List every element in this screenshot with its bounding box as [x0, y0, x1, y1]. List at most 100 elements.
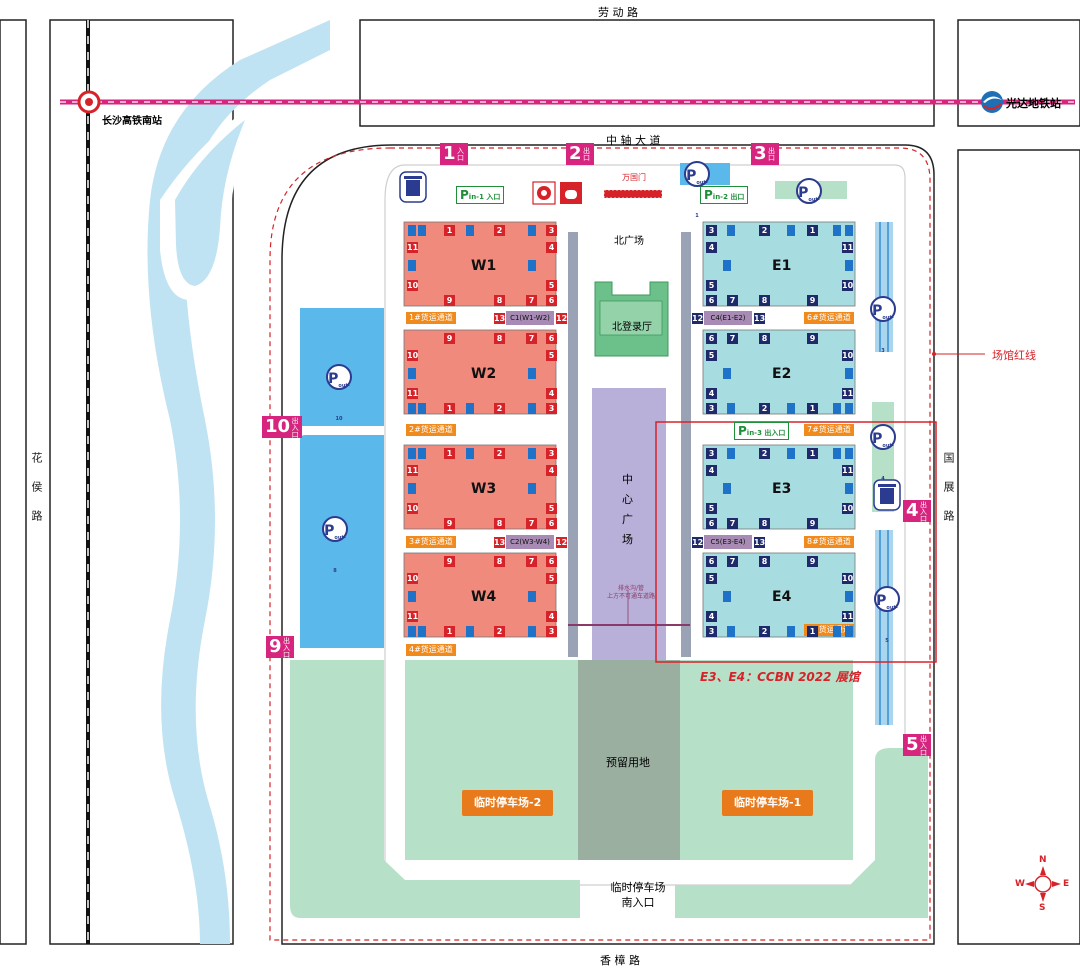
restroom-icon	[418, 403, 426, 414]
door-number: 3	[706, 225, 717, 236]
door-number: 3	[706, 448, 717, 459]
restroom-icon	[845, 225, 853, 236]
door-number: 1	[807, 403, 818, 414]
restroom-icon	[418, 448, 426, 459]
north-hall-label: 北登录厅	[612, 322, 652, 333]
restroom-icon	[528, 448, 536, 459]
door-number: 13	[494, 313, 506, 324]
door-number: 2	[494, 403, 505, 414]
door-number: 3	[546, 225, 557, 236]
door-number: 2	[494, 626, 505, 637]
door-number: 11	[407, 465, 419, 476]
door-number: 2	[759, 448, 770, 459]
metro-logo-icon	[981, 91, 1003, 113]
door-number: 10	[407, 280, 419, 291]
restroom-icon	[723, 260, 731, 271]
door-number: 4	[706, 242, 717, 253]
reserved-label: 预留用地	[606, 756, 650, 769]
door-number: 12	[692, 537, 704, 548]
door-number: 1	[807, 626, 818, 637]
door-number: 8	[759, 333, 770, 344]
parking-out5: Pout-5	[874, 586, 900, 644]
restroom-icon	[845, 368, 853, 379]
restroom-icon	[723, 591, 731, 602]
river	[147, 20, 330, 944]
restroom-icon	[466, 225, 474, 236]
restroom-icon	[845, 260, 853, 271]
ccbn-caption: E3、E4：CCBN 2022 展馆	[700, 670, 860, 684]
restroom-icon	[833, 626, 841, 637]
rail-station-icon	[77, 90, 101, 114]
door-number: 2	[759, 225, 770, 236]
restroom-icon	[408, 591, 416, 602]
restroom-icon	[528, 260, 536, 271]
door-number: 9	[807, 295, 818, 306]
parking-out4: Pout-4	[870, 424, 896, 482]
east-corridor	[681, 232, 691, 657]
door-number: 1	[444, 403, 455, 414]
door-number: 9	[444, 295, 455, 306]
road-laodong: 劳 动 路	[598, 6, 638, 19]
east-halls	[702, 221, 856, 638]
door-number: 2	[494, 225, 505, 236]
metro-station-label: 光达地铁站	[1006, 97, 1061, 110]
restroom-icon	[528, 368, 536, 379]
door-number: 11	[842, 465, 854, 476]
door-number: 3	[546, 403, 557, 414]
restroom-icon	[408, 626, 416, 637]
restroom-icon	[833, 225, 841, 236]
hall-e1: E1	[772, 258, 792, 274]
door-number: 6	[706, 333, 717, 344]
restroom-icon	[408, 368, 416, 379]
door-number: 11	[842, 242, 854, 253]
cargo-3: 3#货运通道	[406, 536, 456, 548]
cargo-8: 8#货运通道	[804, 536, 854, 548]
door-number: 10	[407, 503, 419, 514]
restroom-icon	[418, 626, 426, 637]
green-parking-1	[678, 660, 853, 860]
door-number: 2	[494, 448, 505, 459]
restroom-icon	[845, 626, 853, 637]
cargo-7: 7#货运通道	[804, 424, 854, 436]
cargo-4: 4#货运通道	[406, 644, 456, 656]
left-edge-block	[0, 19, 27, 945]
police-icon	[532, 181, 556, 205]
ccbn-highlight-box	[655, 421, 937, 663]
door-number: 4	[706, 388, 717, 399]
door-number: 6	[706, 518, 717, 529]
west-corridor	[568, 232, 578, 657]
door-number: 4	[546, 242, 557, 253]
hall-w1: W1	[471, 258, 497, 274]
restroom-icon	[408, 403, 416, 414]
door-number: 4	[546, 611, 557, 622]
door-number: 9	[444, 518, 455, 529]
door-number: 10	[842, 573, 854, 584]
parking-in1-sign: Pin-1 入口	[456, 186, 505, 204]
door-number: 6	[546, 333, 557, 344]
door-number: 2	[759, 403, 770, 414]
door-number: 13	[754, 537, 766, 548]
door-number: 6	[706, 556, 717, 567]
door-number: 9	[807, 518, 818, 529]
restroom-icon	[845, 448, 853, 459]
door-number: 10	[842, 503, 854, 514]
connector-c4: C4(E1-E2)	[704, 311, 752, 325]
restroom-icon	[833, 448, 841, 459]
reserved-land	[578, 660, 680, 860]
door-number: 9	[807, 333, 818, 344]
alarm-icon	[560, 182, 582, 204]
green-se	[675, 748, 928, 918]
restroom-icon	[723, 368, 731, 379]
rail-station-label: 长沙高铁南站	[102, 116, 162, 127]
door-number: 8	[494, 333, 505, 344]
center-plaza	[592, 388, 666, 660]
road-xiangzhang: 香 樟 路	[600, 954, 640, 967]
restroom-icon	[528, 591, 536, 602]
door-number: 10	[842, 350, 854, 361]
parking-in2-sign: Pin-2 出口	[700, 186, 749, 204]
